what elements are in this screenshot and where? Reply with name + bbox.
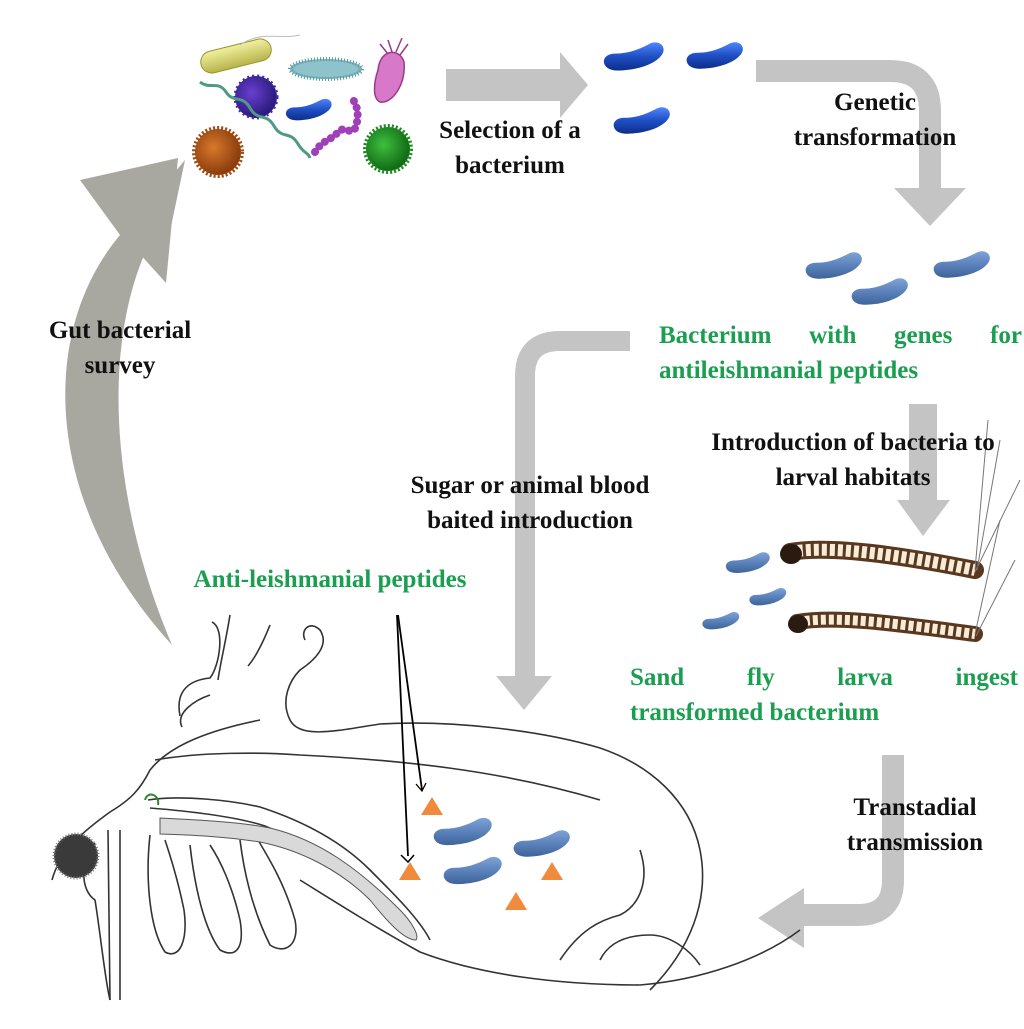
peptide-triangle-icon [399,862,421,880]
label-line: transmission [846,829,984,856]
bacterium-icon [749,587,787,606]
label-larva-ingest: Sand fly larva ingest transformed bacter… [630,660,1018,730]
larva-bacteria [702,552,787,630]
sand-fly-larva-icon [780,419,1021,579]
bacterium-icon [603,42,664,71]
label-line: Anti-leishmanial peptides [193,566,467,593]
label-line: Introduction of bacteria to [711,429,995,456]
label-transtadial: Transtadial transmission [820,790,1010,860]
label-line: larval habitats [775,464,931,491]
spirochete-icon [199,80,312,159]
bacterium-icon [443,856,502,885]
peptide-triangle-icon [541,862,563,880]
label-transformed-bacterium: Bacterium with genes for antileishmanial… [659,318,1022,388]
label-line: Gut bacterial [48,317,192,344]
label-line: Transtadial [853,794,977,821]
peptide-markers [399,797,563,910]
transformed-bacteria [805,251,990,305]
label-genetic-transformation: Genetic transformation [770,85,980,155]
blue-coccus-icon [233,74,279,120]
peptide-pointer-arrows [396,614,427,864]
label-line: transformation [793,124,957,151]
label-line: transformed bacterium [630,699,880,726]
green-virus-icon [363,124,413,174]
arrow-genetic-transformation [756,60,966,226]
bacterium-icon [933,251,990,278]
label-line: Selection of a [439,117,581,144]
sand-fly-larva-icon [788,519,1016,642]
blue-rod-bacterium-icon [285,98,332,121]
selected-bacteria [603,42,743,134]
arrow-gut-survey [65,158,185,645]
sand-fly-gut-tube [159,817,418,941]
label-larval-introduction: Introduction of bacteria to larval habit… [682,425,1024,495]
yellow-rod-bacterium-icon [200,38,272,74]
label-line: Genetic [834,89,916,116]
bacterium-icon [702,611,740,630]
bacterium-icon [725,552,770,573]
orange-virus-icon [192,126,244,178]
foregut-valve-icon [144,793,160,806]
label-line: bacterium [455,152,565,179]
flagellated-bacterium-icon [288,57,364,81]
arrow-bait-introduction [496,331,630,710]
label-line: Bacterium with genes for [659,322,1022,349]
label-line: Sand fly larva ingest [630,664,1018,691]
purple-chain-cocci-icon [311,94,362,156]
bacterium-icon [513,830,570,857]
label-selection: Selection of a bacterium [420,113,600,183]
peptide-triangle-icon [421,797,443,815]
bacterium-icon [433,817,492,846]
label-peptides: Anti-leishmanial peptides [165,562,495,597]
bacterium-icon [805,252,862,279]
sand-fly-head-icon [52,832,100,880]
label-gut-survey: Gut bacterial survey [30,313,210,383]
bacterium-icon [613,107,670,134]
arrow-transtadial [758,755,904,948]
bacterium-icon [851,278,908,305]
bacterium-icon [686,42,743,69]
flagella-icon [239,34,301,46]
microbe-collection [192,34,413,178]
label-line: Sugar or animal blood [410,472,650,499]
arrow-selection [446,52,588,118]
peptide-triangle-icon [505,892,527,910]
label-line: baited introduction [427,507,633,534]
pink-protozoan-icon [373,37,409,103]
label-line: survey [84,352,156,379]
arrow-larval-introduction [897,404,950,536]
label-line: antileishmanial peptides [659,357,919,384]
label-bait-introduction: Sugar or animal blood baited introductio… [385,468,675,538]
